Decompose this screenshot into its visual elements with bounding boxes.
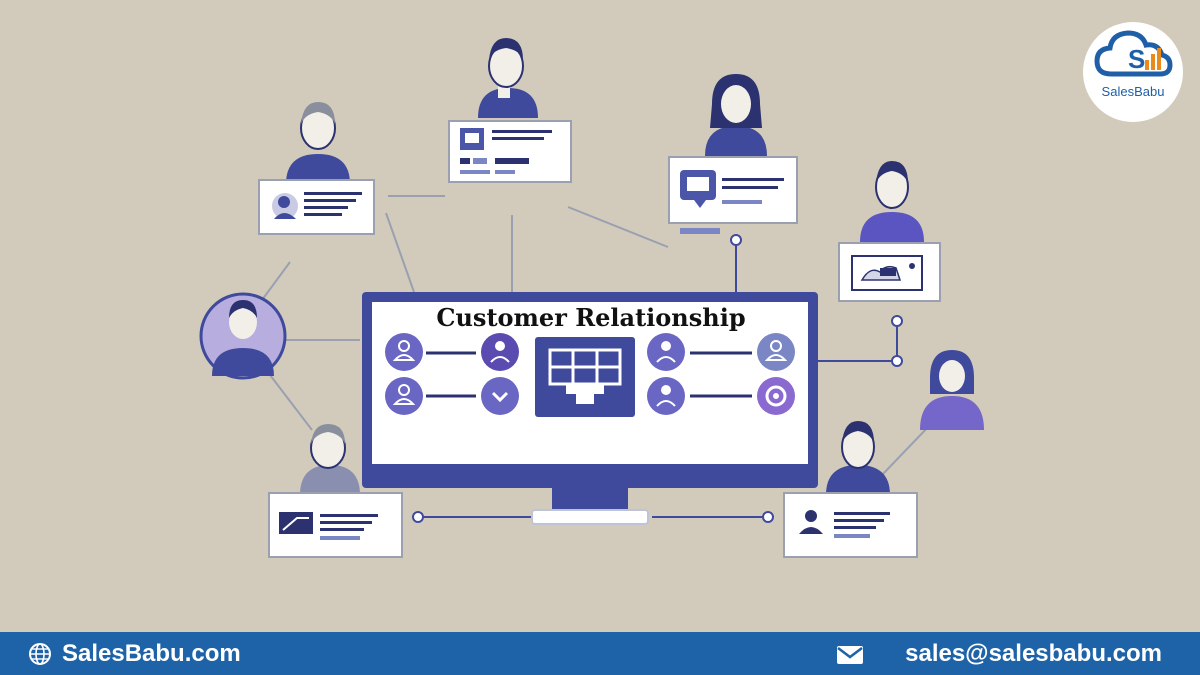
connector-line: [567, 206, 669, 248]
connector-line: [261, 261, 291, 301]
screen-user-icon: [647, 377, 685, 415]
salesbabu-logo: S SalesBabu: [1083, 22, 1183, 122]
person-bottom-left: [300, 424, 360, 495]
footer-bar: SalesBabu.com sales@salesbabu.com: [0, 632, 1200, 675]
logo-text: SalesBabu: [1101, 84, 1165, 99]
central-monitor: [362, 292, 818, 525]
screen-user-icon: [385, 333, 423, 371]
person-top-left: [286, 102, 350, 184]
mail-icon: [837, 646, 863, 664]
connector-line: [269, 374, 313, 431]
screen-target-icon: [757, 377, 795, 415]
person-right: [860, 161, 924, 242]
person-bottom-right: [826, 421, 890, 495]
diagram-canvas: [199, 38, 984, 558]
monitor-neck: [552, 488, 628, 512]
screen-user-icon: [385, 377, 423, 415]
card-bottom-right: [783, 492, 918, 558]
screen-user-icon: [757, 333, 795, 371]
monitor-base: [531, 509, 649, 525]
connector-lines: [261, 195, 931, 476]
footer-email-link[interactable]: sales@salesbabu.com: [905, 640, 1162, 667]
connector-nodes: [412, 234, 903, 523]
center-title: Customer Relationship: [436, 303, 746, 332]
connector-node: [412, 511, 424, 523]
globe-icon: [29, 643, 51, 665]
connector-node: [730, 234, 742, 246]
connector-node: [891, 315, 903, 327]
card-top-left: [258, 179, 375, 235]
connector-line: [385, 212, 415, 293]
person-right-woman: [920, 350, 984, 430]
card-right: [838, 242, 941, 302]
svg-text:S: S: [1128, 44, 1145, 74]
card-top-right: [668, 156, 798, 234]
connector-line: [881, 424, 931, 476]
screen-chevron-down-icon: [481, 377, 519, 415]
connector-node: [762, 511, 774, 523]
screen-dashboard-icon: [535, 337, 635, 417]
person-top-center: [478, 38, 538, 118]
cloud-chart-icon: S: [1094, 30, 1173, 77]
person-top-right: [705, 74, 767, 156]
card-top-center: [448, 120, 572, 183]
connector-node: [891, 355, 903, 367]
connector-lines-dark: [418, 245, 898, 518]
crm-diagram: Customer Relationship S SalesBabu: [199, 22, 1183, 558]
footer-website-link[interactable]: SalesBabu.com: [62, 640, 241, 667]
person-left-circle: [199, 292, 287, 380]
card-bottom-left: [268, 492, 403, 558]
screen-user-check-icon: [481, 333, 519, 371]
screen-user-icon: [647, 333, 685, 371]
